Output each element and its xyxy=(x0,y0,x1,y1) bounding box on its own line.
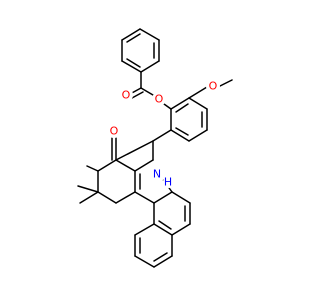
cyclohexenone-ring xyxy=(86,140,154,204)
methoxy-oxygen-label: O xyxy=(209,80,218,93)
benzoyl-phenyl-ring xyxy=(121,28,160,73)
amine-nh: N H xyxy=(152,167,175,189)
amine-hydrogen-label: H xyxy=(164,176,172,189)
gem-dimethyl-group xyxy=(77,185,99,204)
bonds xyxy=(77,28,233,268)
atom-labels: O O O O N H xyxy=(107,79,220,189)
ester-oxygen-dbl-label: O xyxy=(122,89,131,102)
ketone-group xyxy=(111,137,117,161)
ester-oxygen-link-label: O xyxy=(155,93,164,106)
ester-oxygen-dbl: O xyxy=(119,88,133,102)
molecule-structure-diagram: O O O O N H xyxy=(77,28,233,268)
ester-oxygen-link: O xyxy=(152,92,166,106)
ester-group xyxy=(129,71,172,110)
methoxy-group xyxy=(188,79,233,99)
naphthalene-system xyxy=(134,191,191,268)
methoxy-oxygen: O xyxy=(206,79,220,93)
ketone-oxygen: O xyxy=(107,124,121,138)
amine-nitrogen-label: N xyxy=(153,168,161,181)
ketone-oxygen-label: O xyxy=(110,125,119,138)
aryl-link-bond xyxy=(152,129,172,142)
methoxyphenyl-ring xyxy=(170,97,208,142)
